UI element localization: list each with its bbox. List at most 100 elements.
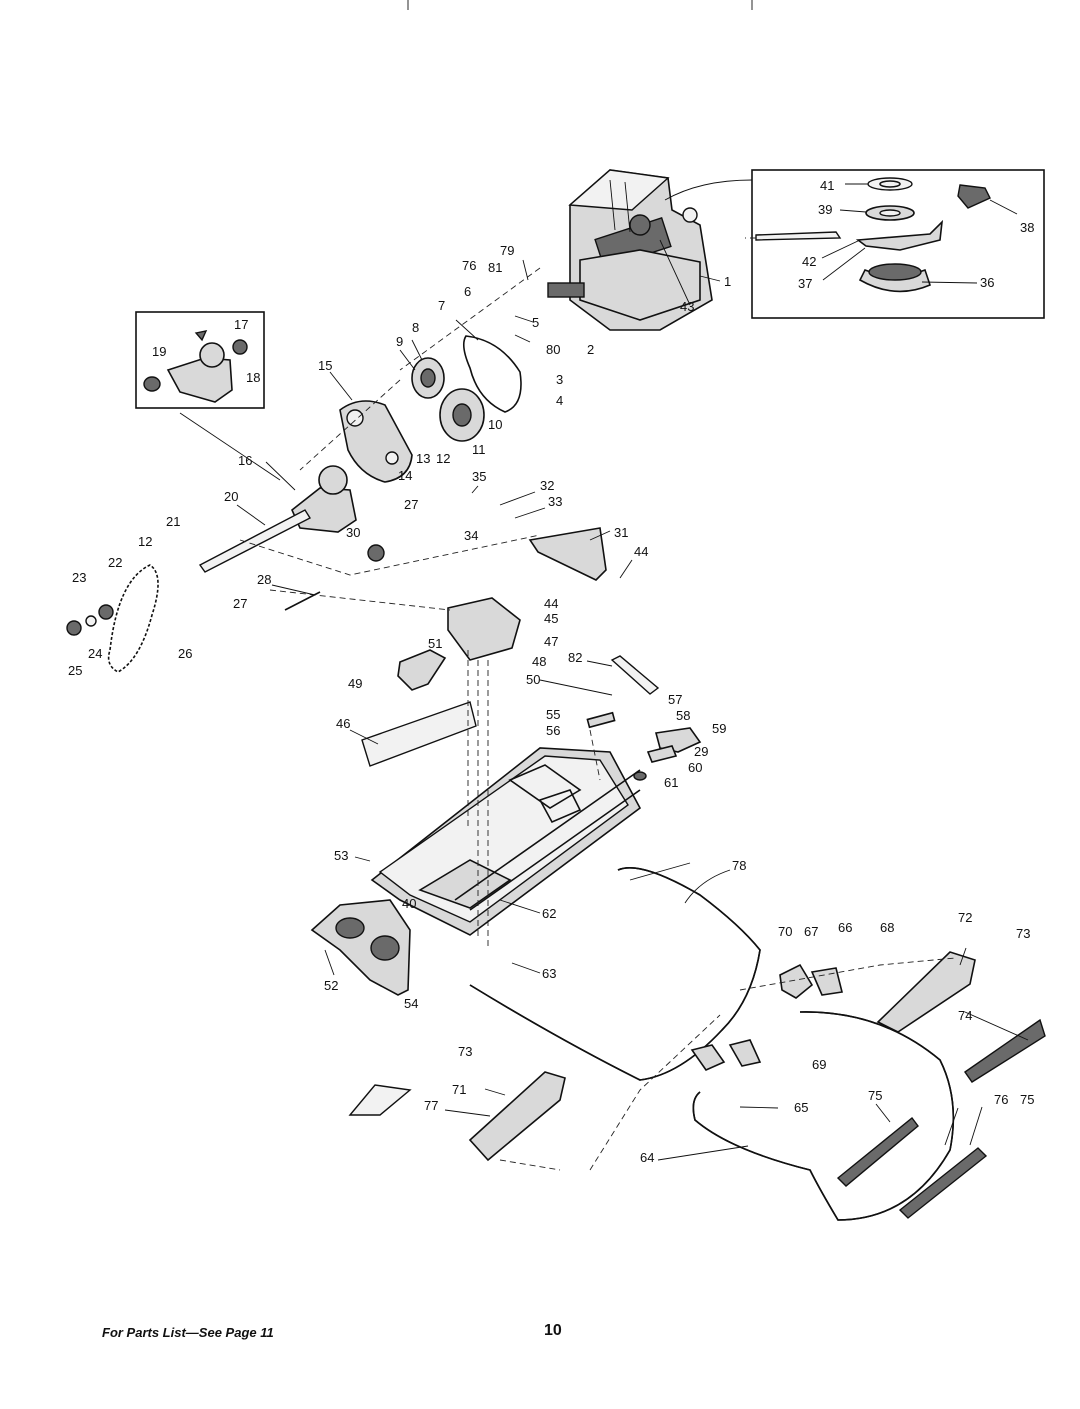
callout-52: 52 xyxy=(324,978,338,993)
gear-housing-inset-parts xyxy=(143,330,248,403)
callout-27: 27 xyxy=(233,596,247,611)
callout-50: 50 xyxy=(526,672,540,687)
lever xyxy=(397,649,447,691)
callout-69: 69 xyxy=(812,1057,826,1072)
callout-64: 64 xyxy=(640,1150,654,1165)
callout-75: 75 xyxy=(1020,1092,1034,1107)
main-housing xyxy=(370,747,642,936)
callout-27: 27 xyxy=(404,497,418,512)
callout-32: 32 xyxy=(540,478,554,493)
handle-brackets xyxy=(690,963,843,1071)
callout-74: 74 xyxy=(958,1008,972,1023)
callout-7: 7 xyxy=(438,298,445,313)
callout-labels: 1 2 3 4 5 6 7 8 9 10 11 12 12 13 14 15 1… xyxy=(68,178,1034,1165)
callout-36: 36 xyxy=(980,275,994,290)
callout-43: 43 xyxy=(680,299,694,314)
callout-59: 59 xyxy=(712,721,726,736)
callout-39: 39 xyxy=(818,202,832,217)
parts-list-reference: For Parts List—See Page 11 xyxy=(102,1325,274,1340)
callout-73: 73 xyxy=(458,1044,472,1059)
callout-15: 15 xyxy=(318,358,332,373)
callout-75: 75 xyxy=(868,1088,882,1103)
callout-33: 33 xyxy=(548,494,562,509)
callout-31: 31 xyxy=(614,525,628,540)
callout-20: 20 xyxy=(224,489,238,504)
callout-29: 29 xyxy=(694,744,708,759)
callout-66: 66 xyxy=(838,920,852,935)
callout-67: 67 xyxy=(804,924,818,939)
callout-2: 2 xyxy=(587,342,594,357)
callout-80: 80 xyxy=(546,342,560,357)
callout-51: 51 xyxy=(428,636,442,651)
callout-56: 56 xyxy=(546,723,560,738)
callout-13: 13 xyxy=(416,451,430,466)
callout-48: 48 xyxy=(532,654,546,669)
callout-19: 19 xyxy=(152,344,166,359)
callout-71: 71 xyxy=(452,1082,466,1097)
mounting-plate xyxy=(447,597,521,661)
inset-box-recoil-starter xyxy=(751,169,1045,319)
callout-30: 30 xyxy=(346,525,360,540)
engine xyxy=(547,169,713,331)
callout-58: 58 xyxy=(676,708,690,723)
lower-handle xyxy=(692,1011,955,1221)
bracket xyxy=(528,527,607,581)
drive-pulleys xyxy=(339,335,522,483)
callout-49: 49 xyxy=(348,676,362,691)
callout-25: 25 xyxy=(68,663,82,678)
callout-76: 76 xyxy=(462,258,476,273)
callout-47: 47 xyxy=(544,634,558,649)
callout-54: 54 xyxy=(404,996,418,1011)
callout-12: 12 xyxy=(138,534,152,549)
control-panels xyxy=(348,951,976,1162)
impeller-shield xyxy=(310,899,411,996)
callout-65: 65 xyxy=(794,1100,808,1115)
callout-79: 79 xyxy=(500,243,514,258)
callout-60: 60 xyxy=(688,760,702,775)
callout-38: 38 xyxy=(1020,220,1034,235)
handle-grips xyxy=(836,1116,988,1219)
callout-12: 12 xyxy=(436,451,450,466)
drive-chain xyxy=(66,564,159,673)
callout-35: 35 xyxy=(472,469,486,484)
callout-57: 57 xyxy=(668,692,682,707)
callout-46: 46 xyxy=(336,716,350,731)
callout-9: 9 xyxy=(396,334,403,349)
callout-37: 37 xyxy=(798,276,812,291)
callout-55: 55 xyxy=(546,707,560,722)
callout-10: 10 xyxy=(488,417,502,432)
strip xyxy=(361,701,477,767)
callout-24: 24 xyxy=(88,646,102,661)
callout-42: 42 xyxy=(802,254,816,269)
gear-housing xyxy=(198,465,385,573)
callout-28: 28 xyxy=(257,572,271,587)
callout-40: 40 xyxy=(402,896,416,911)
callout-61: 61 xyxy=(664,775,678,790)
callout-44: 44 xyxy=(634,544,648,559)
callout-6: 6 xyxy=(464,284,471,299)
callout-45: 45 xyxy=(544,611,558,626)
callout-81: 81 xyxy=(488,260,502,275)
callout-3: 3 xyxy=(556,372,563,387)
callout-14: 14 xyxy=(398,468,412,483)
callout-8: 8 xyxy=(412,320,419,335)
callout-70: 70 xyxy=(778,924,792,939)
leader-lines xyxy=(179,179,1029,1161)
callout-72: 72 xyxy=(958,910,972,925)
callout-1: 1 xyxy=(724,274,731,289)
callout-44: 44 xyxy=(544,596,558,611)
callout-23: 23 xyxy=(72,570,86,585)
page-number: 10 xyxy=(544,1322,562,1339)
inset-box-gear-housing xyxy=(135,311,265,409)
callout-82: 82 xyxy=(568,650,582,665)
assembly-lines xyxy=(239,237,956,1171)
callout-21: 21 xyxy=(166,514,180,529)
callout-68: 68 xyxy=(880,920,894,935)
callout-41: 41 xyxy=(820,178,834,193)
callout-16: 16 xyxy=(238,453,252,468)
decal xyxy=(964,1018,1046,1083)
callout-63: 63 xyxy=(542,966,556,981)
callout-34: 34 xyxy=(464,528,478,543)
callout-4: 4 xyxy=(556,393,563,408)
